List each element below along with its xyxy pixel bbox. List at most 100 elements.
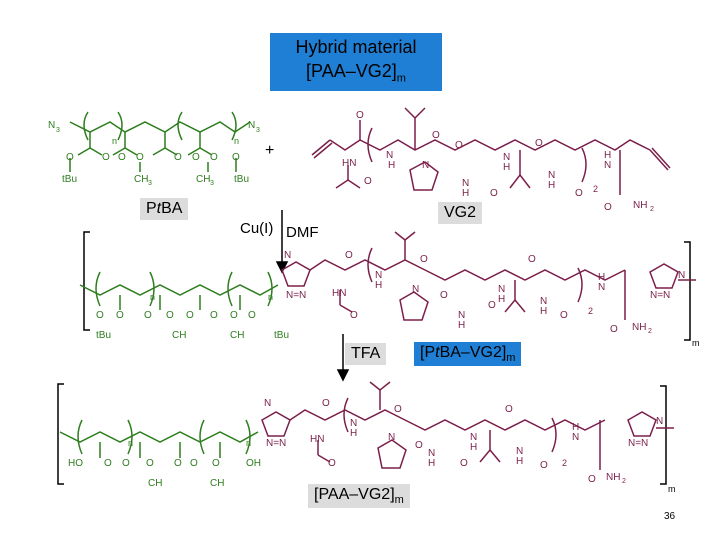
svg-text:H: H [516,456,523,467]
svg-text:O: O [364,176,372,187]
svg-text:N: N [498,284,505,295]
svg-text:N: N [540,296,547,307]
svg-text:O: O [440,290,448,301]
svg-text:HN: HN [342,158,356,169]
svg-text:N: N [412,284,419,295]
svg-text:N: N [284,250,291,261]
svg-text:N: N [572,432,579,443]
svg-text:NH: NH [606,472,620,483]
svg-text:H: H [548,180,555,191]
svg-text:tBu: tBu [96,330,111,341]
svg-text:N: N [388,432,395,443]
svg-text:O: O [528,254,536,265]
svg-text:CH: CH [148,478,162,489]
svg-text:O: O [350,310,358,321]
svg-text:O: O [394,404,402,415]
svg-text:tBu: tBu [62,174,77,185]
svg-text:N: N [503,152,510,163]
svg-text:2: 2 [588,306,593,316]
svg-text:O: O [322,398,330,409]
svg-text:O: O [575,188,583,199]
svg-text:NH: NH [632,322,646,333]
svg-text:2: 2 [648,328,652,335]
reaction-arrows [275,210,350,382]
svg-text:O: O [490,188,498,199]
svg-text:H: H [572,422,579,433]
svg-text:O: O [174,458,182,469]
svg-text:O: O [166,310,174,321]
svg-text:H: H [388,160,395,171]
svg-text:n: n [246,438,251,448]
svg-text:O: O [230,310,238,321]
svg-text:O: O [455,140,463,151]
svg-text:H: H [540,306,547,317]
ptba-structure [69,111,251,172]
svg-text:N=N: N=N [286,290,306,301]
svg-text:m: m [668,484,676,494]
svg-text:N: N [516,446,523,457]
svg-text:N=N: N=N [628,438,648,449]
svg-text:H: H [598,272,605,283]
svg-text:N=N: N=N [650,290,670,301]
svg-text:O: O [144,310,152,321]
svg-text:N: N [386,150,393,161]
svg-text:CH: CH [230,330,244,341]
svg-text:N: N [656,416,663,427]
svg-text:H: H [428,458,435,469]
svg-text:N: N [350,418,357,429]
svg-text:O: O [96,310,104,321]
svg-text:O: O [356,110,364,121]
svg-text:N=N: N=N [266,438,286,449]
intermediate-label: [PtBA–VG2]m [414,342,522,367]
svg-text:CH: CH [196,174,210,185]
svg-text:HN: HN [310,434,324,445]
svg-text:O: O [116,310,124,321]
svg-text:O: O [432,130,440,141]
svg-text:HN: HN [332,288,346,299]
svg-text:N: N [248,120,255,131]
svg-text:N: N [604,160,611,171]
svg-text:O: O [248,310,256,321]
svg-text:2: 2 [622,478,626,485]
svg-text:3: 3 [256,127,260,134]
svg-text:N: N [264,398,271,409]
svg-text:O: O [212,458,220,469]
svg-text:N: N [678,270,685,281]
svg-text:CH: CH [210,478,224,489]
svg-text:2: 2 [562,458,567,468]
svg-text:O: O [186,310,194,321]
svg-text:H: H [462,188,469,199]
svg-text:HO: HO [68,458,83,469]
svg-text:O: O [345,250,353,261]
svg-text:OH: OH [246,458,261,469]
vg2-label: VG2 [438,202,483,224]
svg-text:O: O [210,310,218,321]
svg-text:NH: NH [633,200,647,211]
svg-text:O: O [604,202,612,213]
plus-sign: + [265,142,274,159]
svg-text:H: H [604,150,611,161]
svg-text:O: O [415,440,423,451]
svg-text:N: N [462,178,469,189]
solvent-label: DMF [286,224,319,241]
svg-text:O: O [174,152,182,163]
catalyst-label: Cu(I) [240,220,274,237]
svg-text:N: N [48,120,55,131]
svg-text:O: O [460,458,468,469]
svg-text:O: O [488,300,496,311]
ptba-label: PtBA [140,198,189,220]
svg-text:H: H [470,442,477,453]
svg-text:O: O [146,458,154,469]
svg-text:2: 2 [593,184,598,194]
svg-text:H: H [375,280,382,291]
product-label: [PAA–VG2]m [308,484,410,509]
svg-text:N: N [428,448,435,459]
title-line-2: [PAA–VG2]m [306,61,406,85]
svg-text:O: O [540,460,548,471]
svg-text:CH: CH [134,174,148,185]
svg-text:2: 2 [650,206,654,213]
